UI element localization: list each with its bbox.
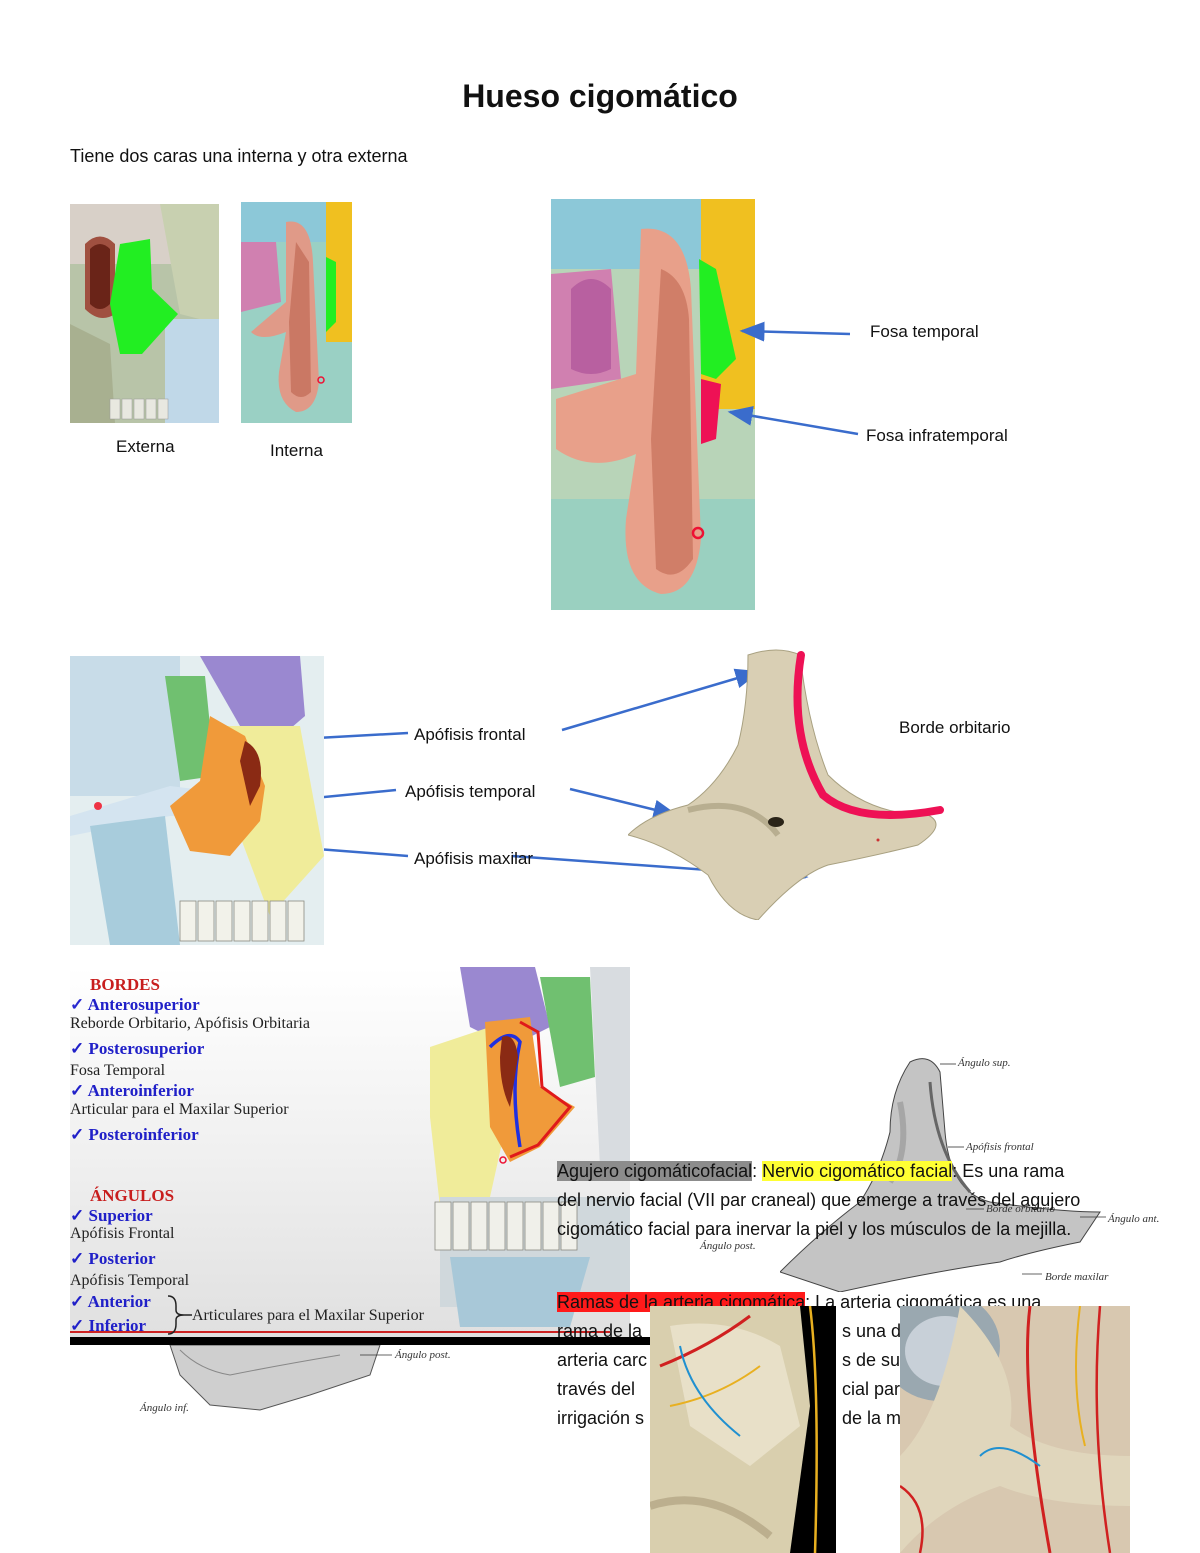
fosa-infratemporal-label: Fosa infratemporal — [866, 426, 1008, 445]
borde-anteroinferior-desc: Articular para el Maxilar Superior — [70, 1101, 289, 1119]
apofisis-temporal-label: Apófisis temporal — [405, 782, 536, 801]
borde-anterosuperior-desc-text: Reborde Orbitario, Apófisis Orbitaria — [70, 1015, 310, 1032]
bone-sketch-bottom — [110, 1345, 410, 1425]
angulo-anterior: ✓ Anterior — [70, 1292, 151, 1311]
angulo-post-label-right: Ángulo post. — [700, 1240, 756, 1252]
borde-anteroinferior: ✓ Anteroinferior — [70, 1081, 194, 1100]
ramas-line4b: cial para — [842, 1379, 911, 1399]
agujero-sep2: : — [952, 1161, 958, 1181]
ramas-sep: : — [805, 1292, 811, 1312]
interna-caption: Interna — [270, 441, 323, 460]
isolated-bone-image — [628, 645, 948, 920]
bordes-heading: BORDES — [90, 975, 160, 994]
bordes-angulos-panel: BORDES ✓ Anterosuperior Reborde Orbitari… — [70, 967, 630, 1337]
borde-anterosuperior-desc: Reborde Orbitario, Apófisis Orbitaria — [70, 1015, 310, 1033]
borde-anterosuperior-label: Anterosuperior — [87, 995, 200, 1014]
angulo-superior-desc: Apófisis Frontal — [70, 1225, 174, 1243]
apofisis-frontal-small-label: Apófisis frontal — [966, 1141, 1034, 1153]
internal-face-image — [241, 202, 352, 423]
borde-anteroinferior-desc-text: Articular para el Maxilar Superior — [70, 1101, 289, 1118]
skull-lateral-image — [70, 656, 324, 945]
borde-posterosuperior-label: Posterosuperior — [88, 1039, 205, 1058]
apofisis-frontal-label: Apófisis frontal — [414, 725, 526, 744]
angulo-superior-label: Superior — [88, 1206, 153, 1225]
brace-icon — [167, 1295, 192, 1335]
angulo-sup-label: Ángulo sup. — [958, 1057, 1011, 1069]
agujero-term: Agujero cigomáticofacial — [557, 1161, 753, 1181]
angulo-inferior: ✓ Inferior — [70, 1316, 147, 1335]
angulo-inf-label: Ángulo inf. — [140, 1402, 189, 1414]
ramas-line3: arteria carc — [557, 1350, 648, 1370]
borde-posterosuperior-desc: Fosa Temporal — [70, 1062, 165, 1080]
apofisis-maxilar-label: Apófisis maxilar — [414, 849, 534, 868]
angulos-heading: ÁNGULOS — [90, 1186, 175, 1205]
borde-anterosuperior: ✓ Anterosuperior — [70, 995, 200, 1014]
externa-caption: Externa — [116, 437, 175, 456]
intro-text: Tiene dos caras una interna y otra exter… — [70, 146, 408, 166]
ramas-line2: rama de la — [557, 1321, 643, 1341]
angulo-post-label-bottom: Ángulo post. — [395, 1349, 451, 1361]
ramas-line3b: s de sus — [842, 1350, 910, 1370]
articulares-desc: Articulares para el Maxilar Superior — [192, 1307, 424, 1324]
agujero-paragraph: Agujero cigomáticofacial: Nervio cigomát… — [557, 1157, 1087, 1244]
artery-photo-right — [900, 1306, 1130, 1553]
bordes-panel-background — [70, 967, 630, 1337]
ramas-line4: través del — [557, 1379, 636, 1399]
ramas-paragraph: Ramas de la arteria cigomática: La arter… — [557, 1288, 1097, 1433]
borde-posteroinferior-label: Posteroinferior — [88, 1125, 199, 1144]
borde-anteroinferior-label: Anteroinferior — [87, 1081, 194, 1100]
angulo-posterior: ✓ Posterior — [70, 1249, 156, 1268]
artery-photo-left — [650, 1306, 836, 1553]
angulo-superior-desc-text: Apófisis Frontal — [70, 1225, 175, 1242]
angulo-ant-label: Ángulo ant. — [1108, 1213, 1160, 1225]
borde-maxilar-label: Borde maxilar — [1045, 1271, 1109, 1283]
nervio-term: Nervio cigomático facial — [762, 1161, 953, 1181]
borde-posterosuperior-desc-text: Fosa Temporal — [70, 1062, 166, 1079]
borde-posteroinferior: ✓ Posteroinferior — [70, 1125, 199, 1144]
angulo-posterior-desc: Apófisis Temporal — [70, 1272, 189, 1290]
fosa-temporal-label: Fosa temporal — [870, 322, 979, 341]
borde-orbitario-small-label: Borde orbitario — [986, 1203, 1055, 1215]
agujero-text: Es una rama del nervio facial (VII par c… — [557, 1161, 1081, 1239]
ramas-line5b: de la m — [842, 1408, 902, 1428]
page-title: Hueso cigomático — [462, 78, 738, 114]
external-face-image — [70, 204, 219, 423]
black-divider — [70, 1337, 650, 1345]
angulo-posterior-label: Posterior — [88, 1249, 156, 1268]
angulo-superior: ✓ Superior — [70, 1206, 153, 1225]
angulo-anterior-label: Anterior — [87, 1292, 151, 1311]
internal-face-large-image — [551, 199, 755, 610]
borde-posterosuperior: ✓ Posterosuperior — [70, 1039, 205, 1058]
angulo-inferior-label: Inferior — [88, 1316, 147, 1335]
borde-orbitario-label: Borde orbitario — [899, 718, 1011, 737]
ramas-line5: irrigación s — [557, 1408, 645, 1428]
agujero-sep1: : — [752, 1161, 763, 1181]
angulo-posterior-desc-text: Apófisis Temporal — [70, 1272, 190, 1289]
ramas-line2b: s una d — [842, 1321, 902, 1341]
